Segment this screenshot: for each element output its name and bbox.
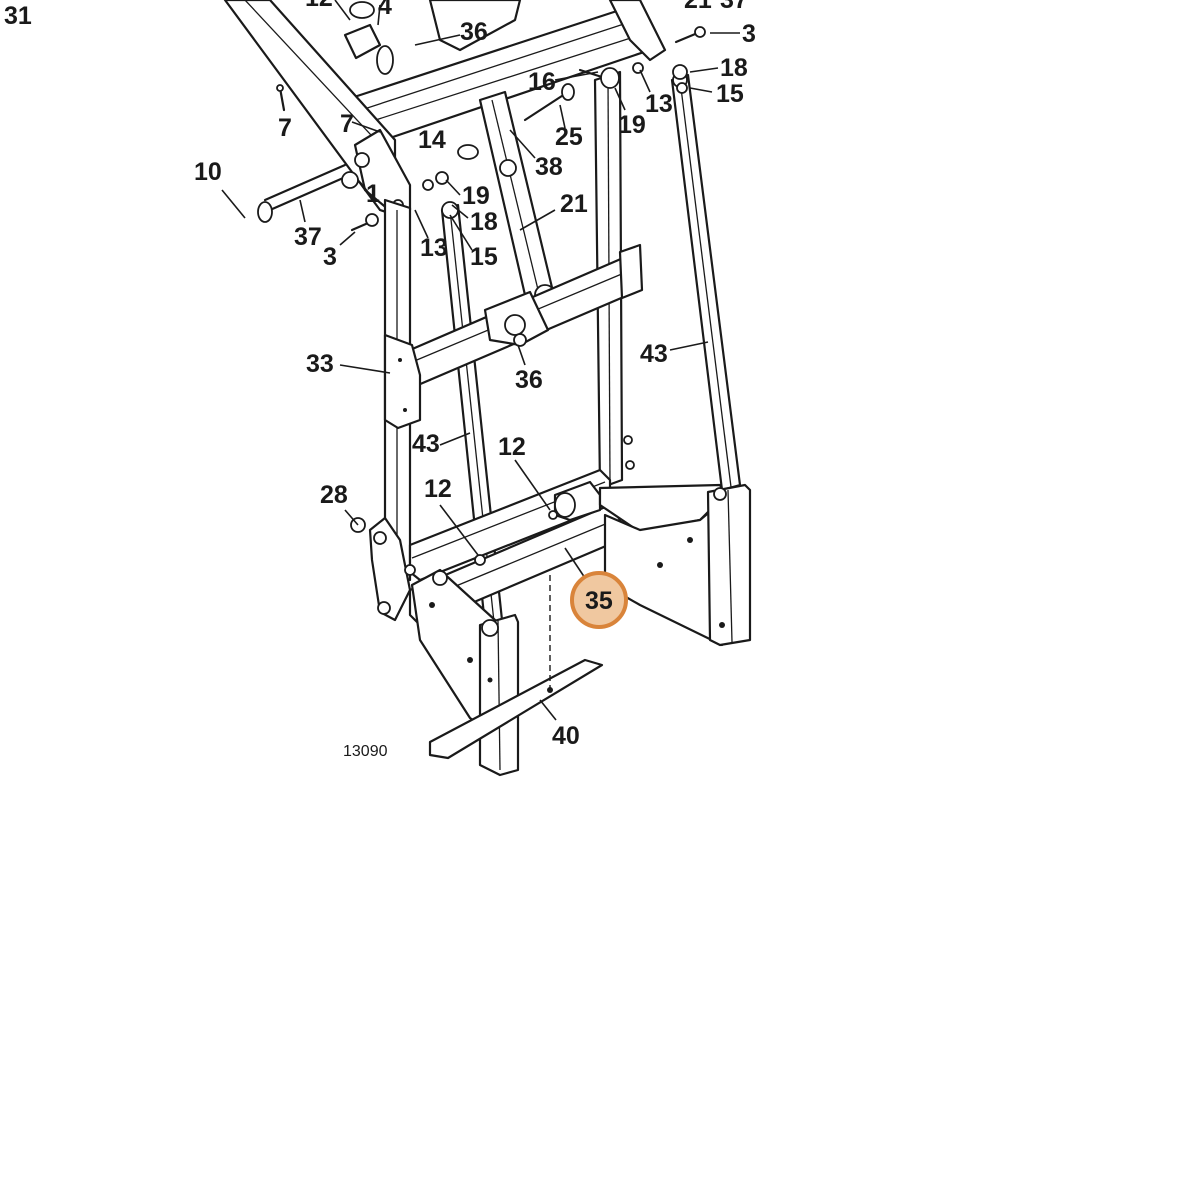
callout-7-mid: 7 [340,110,354,138]
callout-4: 4 [378,0,392,20]
callout-3-mid: 3 [323,243,337,271]
callout-15-mid: 15 [470,243,498,271]
callout-7-left: 7 [278,114,292,142]
callout-25: 25 [555,123,583,151]
callout-37-top: 37 [720,0,748,14]
callout-14: 14 [418,126,446,154]
callout-18-mid: 18 [470,208,498,236]
callout-12-lower: 12 [424,475,452,503]
middle-cross-tube [408,243,644,387]
hydraulic-cylinder [478,90,557,310]
callout-16: 16 [528,68,556,96]
callout-31: 31 [4,2,32,30]
callout-28: 28 [320,481,348,509]
callout-43-left: 43 [412,430,440,458]
callout-19-top: 19 [618,111,646,139]
callout-36-mid: 36 [515,366,543,394]
upper-left-bracket [353,128,412,217]
left-front-post [478,613,520,777]
figure-number: 13090 [343,743,388,760]
callout-21-mid: 21 [560,190,588,218]
right-link-rod [670,72,742,492]
callout-19-mid: 19 [462,182,490,210]
callout-40: 40 [552,722,580,750]
right-front-post [706,483,752,647]
callout-35[interactable]: 35 [585,587,613,615]
callout-labels: 31 12 4 36 21 37 3 18 15 16 13 19 25 7 7… [4,0,756,760]
right-side-plate [603,503,724,647]
callout-12-mid: 12 [498,433,526,461]
callout-3-top: 3 [742,20,756,48]
hardware [221,1,706,586]
callout-1: 1 [366,180,380,208]
highlight-35 [570,571,628,629]
side-plate-33 [383,333,422,430]
callout-10: 10 [194,158,222,186]
callout-37-mid: 37 [294,223,322,251]
callout-13-mid: 13 [420,234,448,262]
callout-33: 33 [306,350,334,378]
callout-12-top: 12 [305,0,333,12]
callout-38: 38 [535,153,563,181]
callout-18-top: 18 [720,54,748,82]
callout-21-top: 21 [684,0,712,14]
callout-15-top: 15 [716,80,744,108]
callout-43-right: 43 [640,340,668,368]
leader-lines [299,0,740,721]
skid-plate [428,658,604,760]
callout-13-top: 13 [645,90,673,118]
callout-36-top: 36 [460,18,488,46]
